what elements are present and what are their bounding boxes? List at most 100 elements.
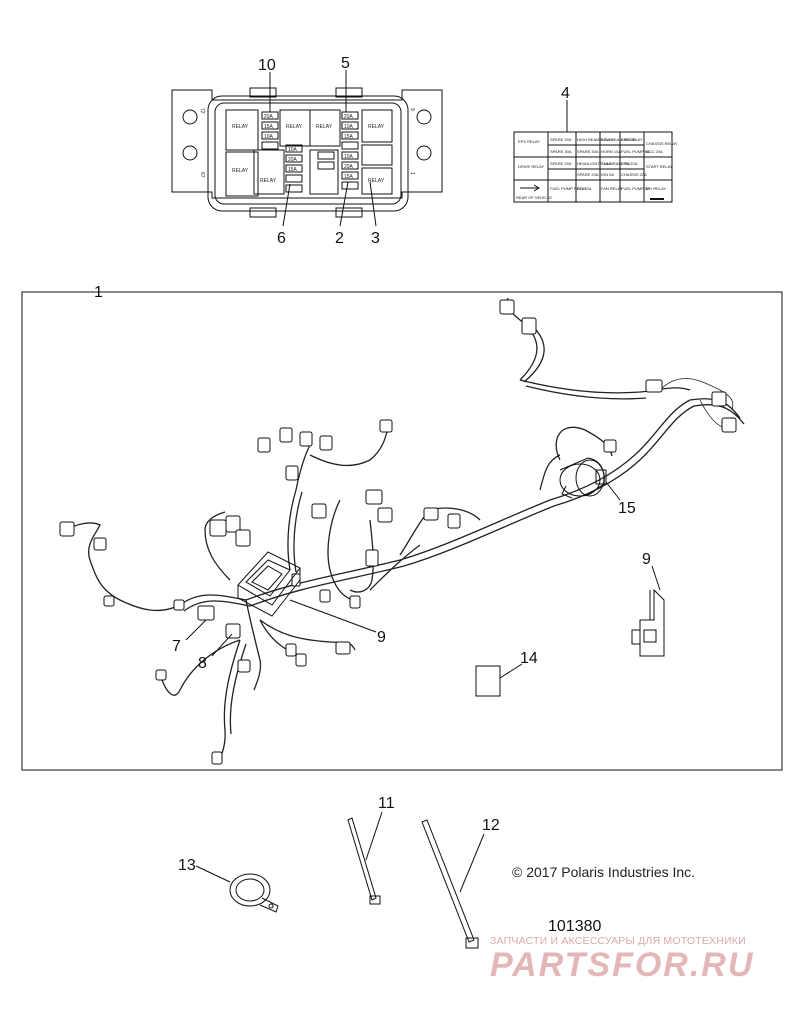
fuse-value: 20A xyxy=(264,114,274,120)
card-cell: DRIVE RELAY xyxy=(518,164,544,169)
connector xyxy=(645,379,663,393)
fuse-value: 15A xyxy=(344,174,354,180)
card-cell: CHASSIS 20A xyxy=(621,172,647,177)
card-cell: FAN RELAY xyxy=(601,186,623,191)
card-cell: EPS 20A xyxy=(621,161,638,166)
callout-3: 3 xyxy=(371,230,380,247)
connector xyxy=(59,521,75,537)
relay-label: RELAY xyxy=(286,124,303,130)
card-cell: TAIL/BRAKE 5A xyxy=(601,161,630,166)
fuse-value: 15A xyxy=(288,167,298,173)
callout-5: 5 xyxy=(341,55,350,72)
card-cell: EFI 10A xyxy=(577,186,592,191)
relay-label: RELAY xyxy=(368,124,385,130)
card-cell: LOW BEAM RELAY xyxy=(601,137,637,142)
connector xyxy=(295,653,307,667)
callout-14: 14 xyxy=(520,650,538,667)
solenoid-component xyxy=(559,457,607,499)
card-cell: IGN 5A xyxy=(601,172,614,177)
watermark-tagline: ЗАПЧАСТИ И АКСЕССУАРЫ ДЛЯ МОТОТЕХНИКИ xyxy=(490,935,746,947)
card-cell: EFI RELAY xyxy=(646,186,666,191)
connector xyxy=(365,489,383,505)
card-cell: SPARE 30A xyxy=(577,149,599,154)
connector xyxy=(521,317,537,335)
watermark-brand-logo: PARTSFOR.RU xyxy=(490,946,755,984)
callout-9: 9 xyxy=(377,629,386,646)
connector xyxy=(225,623,241,639)
fuse-value: 15A xyxy=(264,124,274,130)
relay-label: RELAY xyxy=(232,168,249,174)
card-cell: SPARE 30A xyxy=(550,137,572,142)
connector xyxy=(711,391,727,407)
relay-label: RELAY xyxy=(260,178,277,184)
card-cell: FUEL PUMP RELAY xyxy=(550,186,587,191)
card-cell: START RELAY xyxy=(646,164,673,169)
connector xyxy=(257,437,271,453)
card-cell: CHASSIS RELAY xyxy=(646,141,678,146)
card-cell: FAN RELAY xyxy=(621,137,643,142)
fuse-column-right xyxy=(317,111,359,190)
harness-frame xyxy=(21,291,783,771)
connector xyxy=(721,417,737,433)
connector xyxy=(335,641,351,655)
connector xyxy=(197,605,215,621)
callout-12: 12 xyxy=(482,817,500,834)
connector xyxy=(155,669,167,681)
fuse-value: 10A xyxy=(344,154,354,160)
fuse-value: 10A xyxy=(264,134,274,140)
card-cell: FUEL PUMP 5A xyxy=(621,186,650,191)
connector xyxy=(377,507,393,523)
pin-label: 1 xyxy=(409,172,415,175)
callout-4: 4 xyxy=(561,85,570,102)
connector xyxy=(211,751,223,765)
card-cell: SPARE 30A xyxy=(550,149,572,154)
connector xyxy=(103,595,115,607)
card-cell: FUEL PUMP 5A xyxy=(621,149,650,154)
diagram-part-number: 101380 xyxy=(548,918,602,935)
connector xyxy=(319,435,333,451)
relay-label: RELAY xyxy=(232,124,249,130)
connector xyxy=(285,465,299,481)
connector xyxy=(299,431,313,447)
connector xyxy=(173,599,185,611)
connector xyxy=(279,427,293,443)
fuse-value: 15A xyxy=(344,134,354,140)
connector xyxy=(285,643,297,657)
callout-13: 13 xyxy=(178,857,196,874)
connector xyxy=(93,537,107,551)
connector xyxy=(235,529,251,547)
relay-label: RELAY xyxy=(368,178,385,184)
callout-1: 1 xyxy=(94,284,103,301)
connector xyxy=(311,503,327,519)
label-decal xyxy=(475,665,501,697)
relay-label: RELAY xyxy=(316,124,333,130)
callout-7: 7 xyxy=(172,638,181,655)
main-wiring-harness xyxy=(64,297,745,763)
p-clamp xyxy=(229,873,279,913)
card-cell: HORN 10A xyxy=(601,149,621,154)
connector xyxy=(237,659,251,673)
connector xyxy=(319,589,331,603)
fuse-box: 20A 15A 10A 10A 20A 15A 20A 10A 15A 10A … xyxy=(171,87,443,218)
connector xyxy=(447,513,461,529)
pin-label: 67 xyxy=(199,172,205,178)
copyright-notice: © 2017 Polaris Industries Inc. xyxy=(512,864,696,880)
card-cell: REAR OF VEHICLE xyxy=(516,195,552,200)
callout-2: 2 xyxy=(335,230,344,247)
callout-15: 15 xyxy=(618,500,636,517)
card-cell: SPARE 20A xyxy=(577,172,599,177)
callout-8: 8 xyxy=(198,655,207,672)
harness-connectors xyxy=(59,299,737,765)
connector xyxy=(379,419,393,433)
callout-10: 10 xyxy=(258,57,276,74)
card-cell: SPARE 20A xyxy=(550,161,572,166)
card-cell: ACC 20A xyxy=(646,149,663,154)
fuse-value: 20A xyxy=(344,114,354,120)
harness-relay-box xyxy=(237,551,301,617)
card-cell: HEADLIGHTS 15A xyxy=(577,161,611,166)
callout-11: 11 xyxy=(378,795,395,812)
fuse-value: 20A xyxy=(344,164,354,170)
callout-9: 9 xyxy=(642,551,651,568)
fuse-value: 10A xyxy=(344,124,354,130)
connector xyxy=(209,519,227,537)
